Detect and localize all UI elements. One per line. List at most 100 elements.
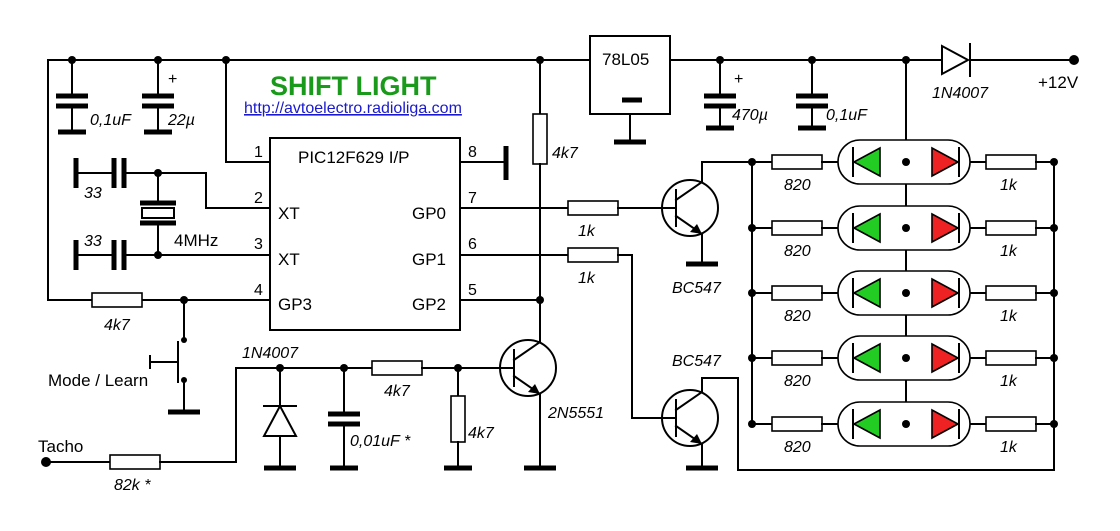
junction-dot [902,420,910,428]
resistor-1k [985,285,1037,301]
resistor-4k7-top [532,113,548,165]
resistor-1k [985,154,1037,170]
crystal-4mhz [140,172,176,256]
pic-ic-name: PIC12F629 I/P [298,148,410,167]
resistor-820-label: 820 [784,439,811,456]
junction-dot [902,158,910,166]
capacitor-0-1uf-right-label: 0,1uF [826,107,868,124]
resistor-820-label: 820 [784,373,811,390]
resistor-1k-gp1 [567,247,619,263]
capacitor-33-b [73,240,271,270]
junction-dot [1050,224,1058,232]
capacitor-22u-label: 22µ [167,112,195,129]
resistor-1k-label: 1k [1000,439,1018,456]
mode-learn-button[interactable] [149,299,200,415]
resistor-1k-label: 1k [1000,373,1018,390]
regulator-label: 78L05 [602,50,649,69]
pin-3-number: 3 [254,236,263,253]
pic-ic-body [269,137,461,331]
capacitor-470u-label: 470µ [732,107,768,124]
capacitor-33-a [73,158,271,209]
junction-dot [748,224,756,232]
pin-2-number: 2 [254,190,263,207]
pin-gp3-label: GP3 [278,295,312,314]
pin-xt2-label: XT [278,250,300,269]
junction-dot [154,169,162,177]
green-led [852,277,881,309]
capacitor-470u: + [704,59,743,131]
capacitor-33-b-label: 33 [84,233,102,250]
resistor-4k7-gp3-label: 4k7 [104,317,131,334]
led-row: 820 1k [748,401,1058,456]
resistor-4k7-mid [371,360,423,376]
red-led [931,146,960,178]
junction-dot [340,364,348,372]
pin-1-number: 1 [254,144,263,161]
resistor-4k7-mid-label: 4k7 [384,383,411,400]
junction-dot [1050,354,1058,362]
junction-dot [902,224,910,232]
schematic-url[interactable]: http://avtoelectro.radioliga.com [244,100,462,117]
resistor-1k-gp0 [567,200,619,216]
capacitor-0-01uf-label: 0,01uF * [350,433,411,450]
led-row: 820 1k [748,270,1058,325]
red-led [931,277,960,309]
pin-xt1-label: XT [278,204,300,223]
resistor-82k [109,454,161,470]
junction-dot [1050,420,1058,428]
resistor-820 [771,416,823,432]
resistor-1k-label: 1k [1000,308,1018,325]
diode-bottom-label: 1N4007 [242,345,299,362]
green-led [852,408,881,440]
capacitor-0-1uf-right [796,59,828,131]
resistor-1k-label: 1k [1000,177,1018,194]
resistor-1k [985,220,1037,236]
transistor-bc547-a-label: BC547 [672,280,722,297]
diode-top-label: 1N4007 [932,85,989,102]
junction-dot [154,56,162,64]
red-led [931,342,960,374]
resistor-1k-gp0-label: 1k [578,223,596,240]
junction-dot [902,354,910,362]
transistor-2n5551 [457,339,557,471]
pin-8-number: 8 [468,144,477,161]
resistor-820 [771,350,823,366]
green-led [852,212,881,244]
resistor-820-label: 820 [784,308,811,325]
pin-gp1-label: GP1 [412,250,446,269]
pin-4-number: 4 [254,282,263,299]
diode-1n4007-bottom [262,367,298,471]
mode-learn-label: Mode / Learn [48,371,148,390]
supply-label: +12V [1038,73,1079,92]
junction-dot [536,296,544,304]
capacitor-22u: + [142,59,177,135]
resistor-1k-gp1-label: 1k [578,270,596,287]
crystal-label: 4MHz [174,231,218,250]
junction-dot [902,56,910,64]
resistor-1k-label: 1k [1000,243,1018,260]
junction-dot [748,420,756,428]
svg-text:+: + [168,71,177,88]
resistor-1k [985,416,1037,432]
resistor-820 [771,285,823,301]
capacitor-0-1uf-left-label: 0,1uF [90,112,132,129]
schematic-title: SHIFT LIGHT [270,71,437,101]
pin-7-number: 7 [468,190,477,207]
capacitor-0-01uf [328,367,360,471]
resistor-4k7-top-label: 4k7 [552,145,579,162]
junction-dot [454,364,462,372]
resistor-82k-label: 82k * [114,477,151,494]
junction-dot [1050,158,1058,166]
junction-dot [716,56,724,64]
transistor-2n5551-label: 2N5551 [547,405,604,422]
resistor-4k7-gp3 [91,292,143,308]
junction-dot [154,251,162,259]
junction-dot [808,56,816,64]
transistor-bc547-b [661,377,1055,471]
green-led [852,146,881,178]
pin-5-number: 5 [468,282,477,299]
pin-gp0-label: GP0 [412,204,446,223]
